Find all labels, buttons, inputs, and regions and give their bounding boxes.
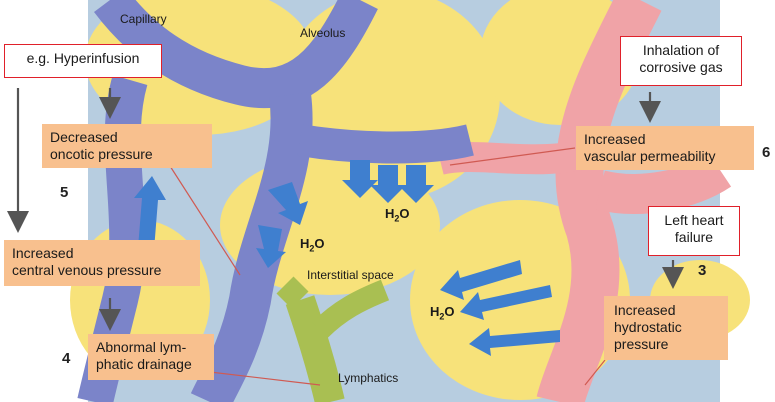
hyperinfusion-box: e.g. Hyperinfusion bbox=[4, 44, 162, 78]
arterial-capillary-branch-right bbox=[600, 170, 720, 194]
alveolus-label: Alveolus bbox=[300, 26, 345, 40]
increased-central-venous-pressure-box: Increased central venous pressure bbox=[4, 240, 200, 286]
interstitial-space-label: Interstitial space bbox=[307, 268, 394, 282]
h2o-label-top: H2O bbox=[385, 206, 410, 224]
step-number-5: 5 bbox=[60, 184, 68, 201]
increased-vascular-permeability-box: Increased vascular permeability bbox=[576, 126, 754, 170]
lymphatic-branch-left bbox=[285, 285, 300, 300]
h2o-label-left: H2O bbox=[300, 236, 325, 254]
abnormal-lymphatic-drainage-box: Abnormal lym- phatic drainage bbox=[88, 334, 214, 380]
step-number-3: 3 bbox=[698, 262, 706, 279]
h2o-label-right: H2O bbox=[430, 304, 455, 322]
increased-hydrostatic-pressure-box: Increased hydrostatic pressure bbox=[604, 296, 728, 360]
step-number-6: 6 bbox=[762, 144, 770, 161]
corrosive-gas-box: Inhalation of corrosive gas bbox=[620, 36, 742, 86]
decreased-oncotic-pressure-box: Decreased oncotic pressure bbox=[42, 124, 212, 168]
venous-capillary-branch bbox=[300, 140, 470, 148]
step-number-4: 4 bbox=[62, 350, 70, 367]
capillary-label: Capillary bbox=[120, 12, 167, 26]
lymphatics-label: Lymphatics bbox=[338, 371, 398, 385]
left-heart-failure-box: Left heart failure bbox=[648, 206, 740, 256]
